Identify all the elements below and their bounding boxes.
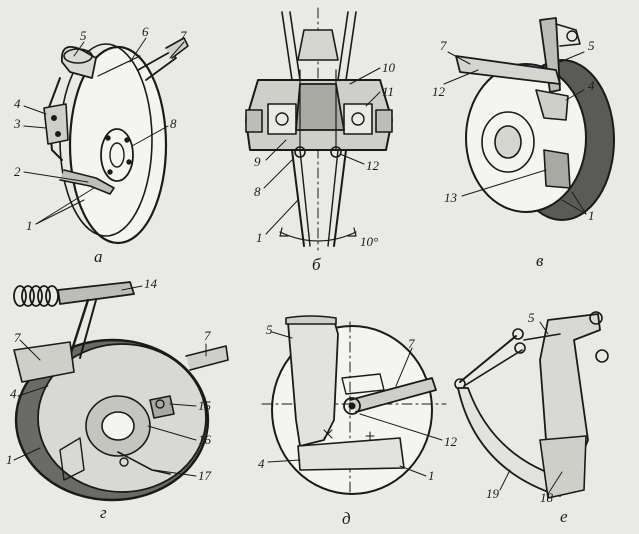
label-7: 7 [408,336,415,351]
panel-e-drawing [261,315,447,497]
label-13: 13 [444,190,458,205]
label-10: 10 [382,60,396,75]
label-12: 12 [444,434,458,449]
panel-b-drawing [245,7,393,251]
label-12: 12 [366,158,380,173]
panel-c: 7 12 5 4 13 1 в [432,17,615,270]
label-1: 1 [588,208,595,223]
panel-f-leaders [499,321,563,495]
label-4: 4 [10,386,17,401]
label-1: 1 [428,468,435,483]
panel-d: 14 7 7 4 15 16 1 17 г [6,276,229,522]
spring [13,285,59,307]
label-18: 18 [540,490,554,505]
panel-c-caption: в [536,251,544,270]
panel-c-drawing [455,17,615,221]
label-4: 4 [14,96,21,111]
label-1: 1 [6,452,13,467]
panel-d-leaders [13,285,207,477]
panel-a: 5 6 7 4 3 8 2 1 а [13,24,189,266]
label-4: 4 [258,456,265,471]
label-7-right: 7 [204,328,211,343]
label-5: 5 [588,38,595,53]
label-17: 17 [198,468,212,483]
label-1: 1 [256,230,263,245]
label-6: 6 [142,24,149,39]
label-15: 15 [198,398,212,413]
label-1: 1 [26,218,33,233]
panel-b: 10 11 9 8 12 1 10° б [245,7,396,274]
panel-f-caption: е [560,507,568,526]
panel-f-drawing [454,311,609,499]
panel-b-caption: б [312,255,321,274]
label-8: 8 [170,116,177,131]
panel-d-caption: г [100,503,107,522]
panel-c-leaders [443,51,587,215]
panel-a-caption: а [94,247,103,266]
panel-d-drawing [13,281,229,502]
label-12: 12 [432,84,446,99]
panel-e-caption: д [342,509,351,528]
angle-label: 10° [360,234,378,249]
label-5: 5 [266,322,273,337]
panel-a-drawing [43,37,189,245]
label-3: 3 [13,116,21,131]
label-16: 16 [198,432,212,447]
panel-b-leaders [263,67,381,235]
panel-e: 5 7 12 4 1 д [258,315,458,528]
panel-e-leaders [267,331,443,477]
label-14: 14 [144,276,158,291]
panel-f: 5 19 18 е [454,310,609,526]
label-9: 9 [254,154,261,169]
panel-a-leaders [23,37,185,225]
label-7-left: 7 [14,330,21,345]
label-5: 5 [80,28,87,43]
label-8: 8 [254,184,261,199]
label-19: 19 [486,486,500,501]
label-7: 7 [180,28,187,43]
label-4: 4 [588,78,595,93]
label-7: 7 [440,38,447,53]
label-5: 5 [528,310,535,325]
label-11: 11 [382,84,394,99]
label-2: 2 [14,164,21,179]
